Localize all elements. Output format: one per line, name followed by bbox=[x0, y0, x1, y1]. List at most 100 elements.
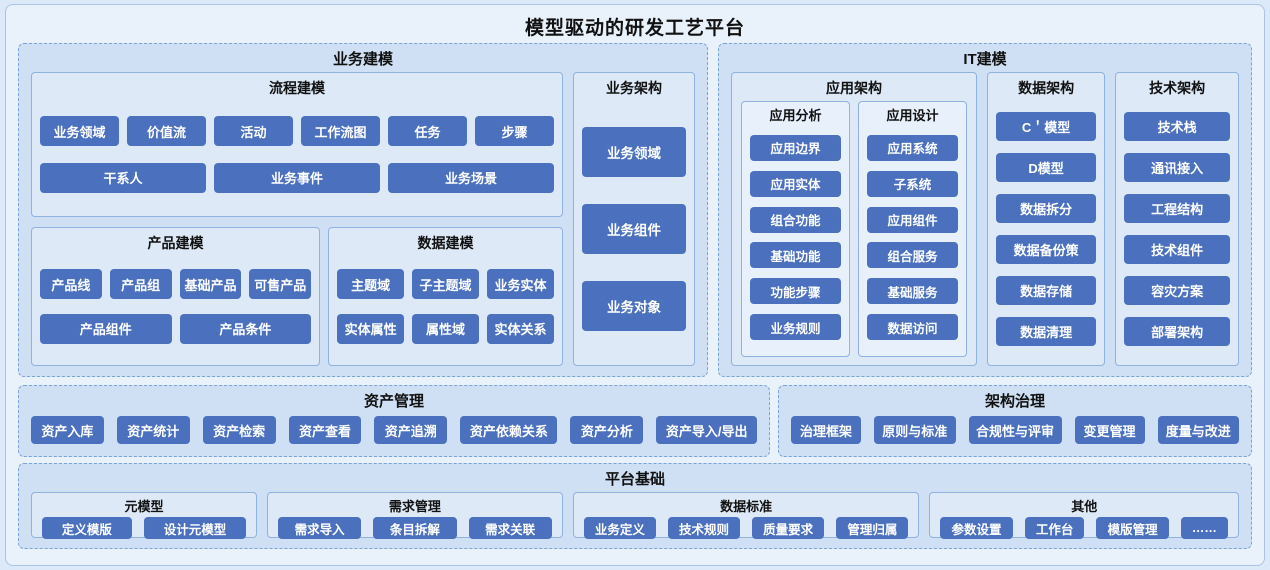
module-button[interactable]: 工作流图 bbox=[301, 116, 380, 147]
module-button[interactable]: 可售产品 bbox=[249, 269, 312, 300]
button-row: 业务组件 bbox=[582, 204, 686, 254]
module-button[interactable]: 通讯接入 bbox=[1124, 153, 1230, 182]
module-button[interactable]: 容灾方案 bbox=[1124, 276, 1230, 305]
module-button[interactable]: 子主题域 bbox=[412, 269, 480, 300]
module-button[interactable]: 数据拆分 bbox=[995, 194, 1097, 223]
data-architecture-buttons: C＇模型 D模型数据拆分数据备份策数据存储数据清理 bbox=[995, 100, 1097, 358]
module-button[interactable]: 基础产品 bbox=[179, 269, 242, 300]
module-button[interactable]: 质量要求 bbox=[752, 517, 825, 539]
button-row: 参数设置工作台模版管理 …… bbox=[940, 517, 1229, 539]
module-button[interactable]: 组合功能 bbox=[750, 206, 841, 233]
module-button[interactable]: 产品线 bbox=[40, 269, 102, 300]
module-button[interactable]: 应用边界 bbox=[750, 134, 841, 161]
module-button[interactable]: 产品条件 bbox=[179, 313, 312, 344]
module-button[interactable]: …… bbox=[1180, 517, 1229, 539]
module-button[interactable]: 价值流 bbox=[127, 116, 206, 147]
module-button[interactable]: 步骤 bbox=[475, 116, 554, 147]
module-button[interactable]: 业务事件 bbox=[214, 162, 380, 193]
module-button[interactable]: 产品组件 bbox=[40, 313, 172, 344]
module-button[interactable]: 业务领域 bbox=[582, 127, 686, 177]
button-row: 功能步骤 bbox=[750, 278, 841, 305]
section-business-modeling-title: 业务建模 bbox=[332, 51, 393, 68]
module-button[interactable]: 应用组件 bbox=[866, 206, 958, 233]
button-row: 业务领域 bbox=[582, 127, 686, 177]
module-button[interactable]: 业务规则 bbox=[750, 314, 841, 341]
module-button[interactable]: 业务对象 bbox=[582, 281, 686, 331]
module-button[interactable]: 技术栈 bbox=[1124, 112, 1230, 141]
button-row: 通讯接入 bbox=[1124, 153, 1230, 182]
module-button[interactable]: 条目拆解 bbox=[373, 517, 457, 539]
module-button[interactable]: 参数设置 bbox=[940, 517, 1013, 539]
module-button[interactable]: 数据备份策 bbox=[995, 235, 1097, 264]
box-requirements-management: 需求管理 需求导入条目拆解需求关联 bbox=[267, 492, 563, 539]
module-button[interactable]: 活动 bbox=[214, 116, 293, 147]
module-button[interactable]: 主题域 bbox=[337, 269, 405, 300]
module-button[interactable]: 数据存储 bbox=[995, 276, 1097, 305]
module-button[interactable]: 子系统 bbox=[866, 170, 958, 197]
module-button[interactable]: D模型 bbox=[995, 153, 1097, 182]
module-button[interactable]: 应用系统 bbox=[866, 134, 958, 161]
module-button[interactable]: 模版管理 bbox=[1096, 517, 1169, 539]
module-button[interactable]: 资产查看 bbox=[288, 416, 362, 444]
module-button[interactable]: 功能步骤 bbox=[750, 278, 841, 305]
module-button[interactable]: 管理归属 bbox=[836, 517, 909, 539]
governance-buttons: 治理框架原则与标准合规性与评审变更管理度量与改进 bbox=[791, 414, 1239, 446]
module-button[interactable]: 实体关系 bbox=[487, 313, 555, 344]
page-title: 模型驱动的研发工艺平台 bbox=[524, 18, 745, 39]
module-button[interactable]: 业务组件 bbox=[582, 204, 686, 254]
module-button[interactable]: 技术规则 bbox=[667, 517, 741, 539]
section-it-modeling: IT建模 应用架构 应用分析 应用边界应用实体组合功能基础功能功能步骤业务规则 … bbox=[718, 43, 1252, 377]
module-button[interactable]: 实体属性 bbox=[337, 313, 405, 344]
asset-management-buttons: 资产入库资产统计资产检索资产查看资产追溯资产依赖关系资产分析资产导入/导出 bbox=[31, 414, 757, 446]
module-button[interactable]: 属性域 bbox=[412, 313, 480, 344]
module-button[interactable]: 应用实体 bbox=[750, 170, 841, 197]
module-button[interactable]: 原则与标准 bbox=[874, 416, 956, 444]
module-button[interactable]: 任务 bbox=[388, 116, 467, 147]
module-button[interactable]: 基础功能 bbox=[750, 242, 841, 269]
box-data-modeling: 数据建模 主题域子主题域业务实体实体属性属性域实体关系 bbox=[328, 226, 563, 366]
module-button[interactable]: 业务定义 bbox=[583, 517, 656, 539]
section-platform-foundation-title: 平台基础 bbox=[604, 471, 665, 488]
module-button[interactable]: 需求关联 bbox=[468, 517, 552, 539]
button-row: 产品线产品组基础产品可售产品 bbox=[40, 269, 312, 300]
module-button[interactable]: 变更管理 bbox=[1074, 416, 1145, 444]
module-button[interactable]: 定义模版 bbox=[42, 517, 132, 539]
button-row: 组合服务 bbox=[866, 242, 958, 269]
module-button[interactable]: 资产检索 bbox=[202, 416, 276, 444]
module-button[interactable]: 数据访问 bbox=[866, 314, 958, 341]
module-button[interactable]: 产品组 bbox=[109, 269, 172, 300]
button-row: 技术组件 bbox=[1124, 235, 1230, 264]
module-button[interactable]: 需求导入 bbox=[278, 517, 362, 539]
module-button[interactable]: 资产分析 bbox=[570, 416, 644, 444]
box-others: 其他 参数设置工作台模版管理…… bbox=[929, 492, 1239, 539]
module-button[interactable]: C＇模型 bbox=[995, 112, 1097, 141]
section-governance: 架构治理 治理框架原则与标准合规性与评审变更管理度量与改进 bbox=[778, 385, 1252, 457]
module-button[interactable]: 度量与改进 bbox=[1157, 416, 1239, 444]
module-button[interactable]: 资产追溯 bbox=[374, 416, 448, 444]
module-button[interactable]: 设计元模型 bbox=[143, 517, 247, 539]
module-button[interactable]: 资产入库 bbox=[31, 416, 104, 444]
module-button[interactable]: 组合服务 bbox=[866, 242, 958, 269]
module-button[interactable]: 干系人 bbox=[40, 162, 206, 193]
module-button[interactable]: 工作台 bbox=[1024, 517, 1085, 539]
box-product-modeling: 产品建模 产品线产品组基础产品可售产品产品组件产品条件 bbox=[31, 226, 321, 366]
module-button[interactable]: 治理框架 bbox=[791, 416, 861, 444]
button-row: 基础功能 bbox=[750, 242, 841, 269]
module-button[interactable]: 基础服务 bbox=[866, 278, 958, 305]
module-button[interactable]: 业务领域 bbox=[40, 116, 119, 147]
module-button[interactable]: 数据清理 bbox=[995, 317, 1097, 346]
module-button[interactable]: 技术组件 bbox=[1124, 235, 1230, 264]
tech-architecture-buttons: 技术栈通讯接入工程结构技术组件容灾方案部署架构 bbox=[1124, 100, 1230, 358]
module-button[interactable]: 业务实体 bbox=[487, 269, 555, 300]
module-button[interactable]: 部署架构 bbox=[1124, 317, 1230, 346]
module-button[interactable]: 资产统计 bbox=[116, 416, 190, 444]
module-button[interactable]: 资产导入/导出 bbox=[656, 416, 757, 444]
module-button[interactable]: 合规性与评审 bbox=[968, 416, 1062, 444]
platform-diagram-frame: 模型驱动的研发工艺平台 业务建模 流程建模 业务领域价值流活动工作流图任务步骤干… bbox=[5, 4, 1265, 566]
box-meta-model-title: 元模型 bbox=[124, 499, 164, 514]
module-button[interactable]: 工程结构 bbox=[1124, 194, 1230, 223]
section-business-modeling: 业务建模 流程建模 业务领域价值流活动工作流图任务步骤干系人业务事件业务场景 产… bbox=[18, 43, 708, 377]
button-row: 子系统 bbox=[866, 170, 958, 197]
module-button[interactable]: 资产依赖关系 bbox=[460, 416, 558, 444]
module-button[interactable]: 业务场景 bbox=[388, 162, 554, 193]
